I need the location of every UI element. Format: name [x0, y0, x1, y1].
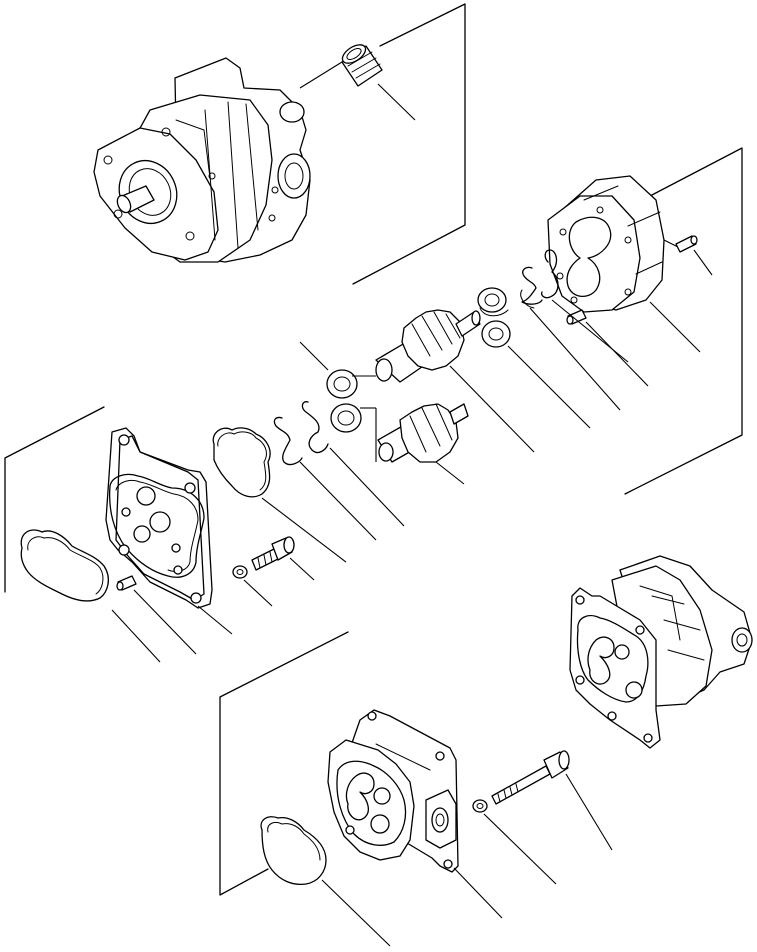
backup-ring [520, 249, 559, 309]
leader-line [243, 579, 273, 607]
leader-line [111, 609, 161, 663]
long-bolt [491, 750, 570, 805]
leader-line [289, 557, 315, 581]
driven-gear [377, 403, 469, 463]
gear-case [547, 175, 665, 313]
bolt [251, 536, 295, 571]
seal-plate [326, 369, 362, 433]
leader-line [321, 879, 391, 947]
seal-plate [477, 287, 511, 348]
dowel-pin [675, 235, 698, 253]
leader-line [649, 301, 701, 353]
group-bracket-top [352, 3, 466, 285]
leader-line [585, 321, 649, 387]
washer [232, 565, 248, 579]
dowel-pin [116, 575, 137, 591]
bushing [341, 44, 383, 87]
group-bracket-bottom [219, 631, 349, 896]
leader-line [377, 83, 416, 121]
leader-line [551, 299, 629, 363]
leader-line [565, 773, 613, 851]
drive-gear [375, 309, 481, 383]
leader-line [261, 497, 347, 563]
group-bracket-left [4, 406, 105, 593]
leader-line [299, 341, 329, 371]
leader-line [299, 61, 343, 89]
washer [472, 799, 488, 813]
o-ring [260, 816, 327, 886]
leader-line [693, 249, 713, 276]
rear-pump-assembly [569, 555, 753, 749]
dowel-pin [566, 309, 587, 325]
leader-line [299, 461, 377, 541]
leader-line [453, 867, 503, 919]
pump-assembly-top [93, 57, 311, 263]
leader-line [133, 589, 197, 655]
leader-line [507, 345, 591, 429]
o-ring [212, 427, 271, 498]
rear-cover [327, 709, 459, 873]
leader-line [435, 461, 465, 485]
group-bracket-middle-right [624, 147, 743, 495]
leader-line [529, 307, 621, 411]
backup-ring [273, 401, 329, 466]
leader-line [197, 605, 233, 635]
leader-line [329, 447, 405, 527]
front-plate [105, 427, 213, 609]
leader-line [483, 813, 557, 885]
leader-line [449, 365, 535, 453]
o-ring [20, 529, 110, 602]
